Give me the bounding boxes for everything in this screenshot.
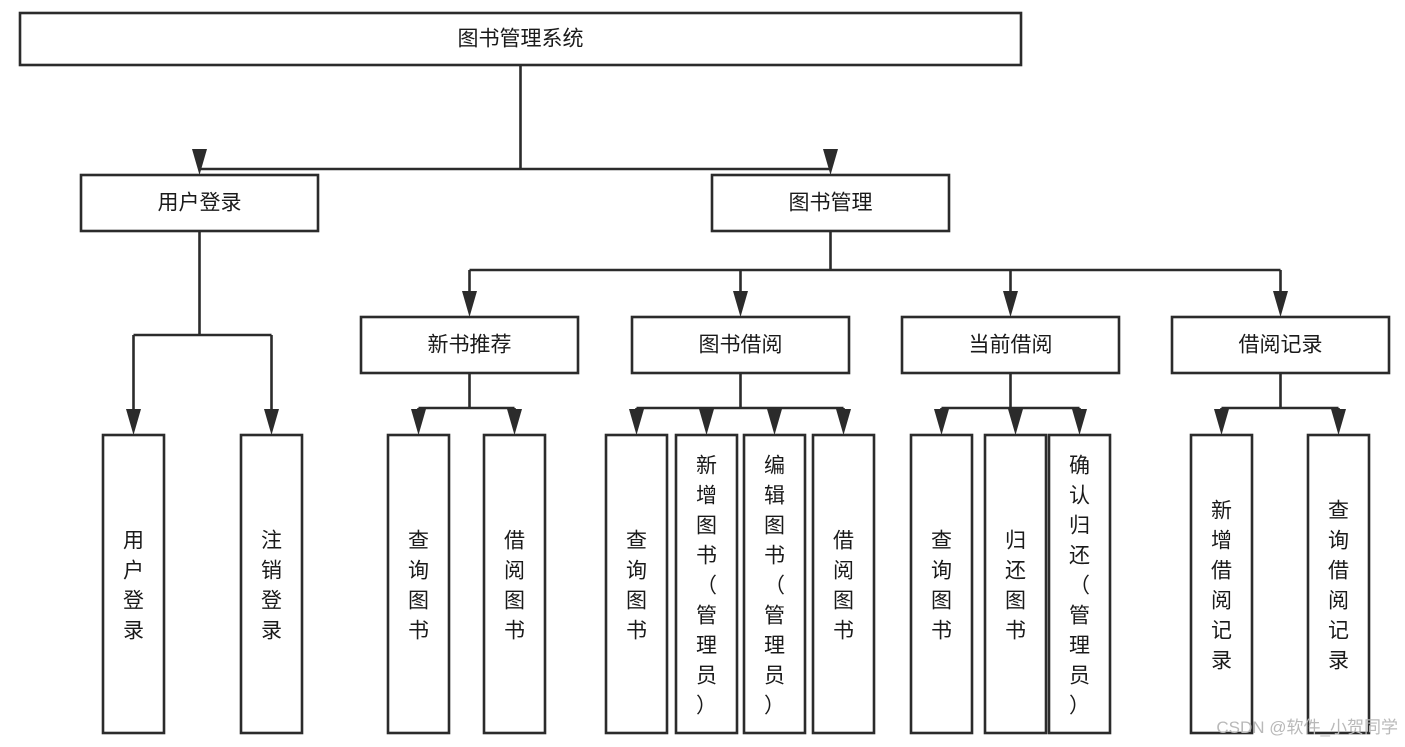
- node-leaf-confirm-return[interactable]: 确认归还（管理员）: [1047, 433, 1112, 735]
- arrow-head-leaf-edit-book: [767, 409, 782, 435]
- node-box-leaf-edit-book[interactable]: [742, 433, 807, 735]
- node-borrow-record[interactable]: 借阅记录: [1170, 315, 1391, 375]
- node-label-leaf-borrow-book-1: 借阅图书: [504, 529, 525, 642]
- node-box-root[interactable]: [18, 11, 1023, 67]
- connectors-layer: [126, 65, 1346, 435]
- node-label-leaf-logout-login: 注销登录: [261, 529, 282, 642]
- node-label-leaf-edit-book: 编辑图书（管理员）: [764, 454, 785, 717]
- arrow-head-current-borrow: [1003, 291, 1018, 317]
- node-box-leaf-add-book[interactable]: [674, 433, 739, 735]
- arrow-head-leaf-return-book: [1008, 409, 1023, 435]
- node-box-leaf-borrow-book-2[interactable]: [811, 433, 876, 735]
- watermark-label: CSDN @软件_小贺同学: [1216, 718, 1398, 737]
- node-box-borrow-record[interactable]: [1170, 315, 1391, 375]
- arrow-head-leaf-add-book: [699, 409, 714, 435]
- nodes-layer: 图书管理系统用户登录图书管理新书推荐图书借阅当前借阅借阅记录用户登录注销登录查询…: [18, 11, 1391, 735]
- arrow-head-leaf-query-borrow-record: [1331, 409, 1346, 435]
- node-leaf-query-borrow-record[interactable]: 查询借阅记录: [1306, 433, 1371, 735]
- node-leaf-logout-login[interactable]: 注销登录: [239, 433, 304, 735]
- arrow-head-leaf-borrow-book-1: [507, 409, 522, 435]
- node-label-new-book-recommend: 新书推荐: [428, 334, 512, 357]
- node-leaf-return-book[interactable]: 归还图书: [983, 433, 1048, 735]
- node-label-book-management: 图书管理: [789, 192, 873, 215]
- node-leaf-query-book-3[interactable]: 查询图书: [909, 433, 974, 735]
- node-book-management[interactable]: 图书管理: [710, 173, 951, 233]
- node-leaf-borrow-book-2[interactable]: 借阅图书: [811, 433, 876, 735]
- node-box-book-borrow[interactable]: [630, 315, 851, 375]
- arrow-head-book-management: [823, 149, 838, 175]
- node-label-leaf-borrow-book-2: 借阅图书: [833, 529, 854, 642]
- node-box-leaf-query-book-3[interactable]: [909, 433, 974, 735]
- node-new-book-recommend[interactable]: 新书推荐: [359, 315, 580, 375]
- node-leaf-query-book-1[interactable]: 查询图书: [386, 433, 451, 735]
- node-box-leaf-query-borrow-record[interactable]: [1306, 433, 1371, 735]
- node-label-current-borrow: 当前借阅: [969, 334, 1053, 357]
- node-label-leaf-query-book-2: 查询图书: [626, 529, 647, 642]
- node-label-leaf-query-book-3: 查询图书: [931, 529, 952, 642]
- node-label-root: 图书管理系统: [458, 28, 584, 51]
- node-current-borrow[interactable]: 当前借阅: [900, 315, 1121, 375]
- node-label-leaf-query-book-1: 查询图书: [408, 529, 429, 642]
- arrow-head-leaf-add-borrow-record: [1214, 409, 1229, 435]
- node-box-leaf-add-borrow-record[interactable]: [1189, 433, 1254, 735]
- arrow-head-leaf-query-book-1: [411, 409, 426, 435]
- node-label-user-login: 用户登录: [158, 192, 242, 215]
- node-label-leaf-add-borrow-record: 新增借阅记录: [1211, 499, 1232, 672]
- node-leaf-user-login[interactable]: 用户登录: [101, 433, 166, 735]
- node-box-leaf-confirm-return[interactable]: [1047, 433, 1112, 735]
- node-box-leaf-borrow-book-1[interactable]: [482, 433, 547, 735]
- node-box-leaf-return-book[interactable]: [983, 433, 1048, 735]
- node-label-leaf-user-login: 用户登录: [123, 529, 144, 642]
- arrow-head-leaf-logout-login: [264, 409, 279, 435]
- node-box-user-login[interactable]: [79, 173, 320, 233]
- node-leaf-add-book[interactable]: 新增图书（管理员）: [674, 433, 739, 735]
- arrow-head-borrow-record: [1273, 291, 1288, 317]
- node-box-leaf-logout-login[interactable]: [239, 433, 304, 735]
- node-box-leaf-query-book-1[interactable]: [386, 433, 451, 735]
- arrow-head-new-book-recommend: [462, 291, 477, 317]
- node-box-book-management[interactable]: [710, 173, 951, 233]
- node-label-leaf-add-book: 新增图书（管理员）: [696, 454, 717, 717]
- node-user-login[interactable]: 用户登录: [79, 173, 320, 233]
- node-label-leaf-return-book: 归还图书: [1005, 529, 1026, 642]
- arrow-head-book-borrow: [733, 291, 748, 317]
- node-leaf-add-borrow-record[interactable]: 新增借阅记录: [1189, 433, 1254, 735]
- arrow-head-leaf-query-book-2: [629, 409, 644, 435]
- node-box-leaf-user-login[interactable]: [101, 433, 166, 735]
- arrow-head-user-login: [192, 149, 207, 175]
- arrow-head-leaf-borrow-book-2: [836, 409, 851, 435]
- node-leaf-borrow-book-1[interactable]: 借阅图书: [482, 433, 547, 735]
- arrow-head-leaf-query-book-3: [934, 409, 949, 435]
- node-book-borrow[interactable]: 图书借阅: [630, 315, 851, 375]
- node-label-leaf-confirm-return: 确认归还（管理员）: [1069, 454, 1090, 717]
- node-box-current-borrow[interactable]: [900, 315, 1121, 375]
- node-label-borrow-record: 借阅记录: [1239, 334, 1323, 357]
- arrow-head-leaf-confirm-return: [1072, 409, 1087, 435]
- node-label-leaf-query-borrow-record: 查询借阅记录: [1328, 499, 1349, 672]
- node-label-book-borrow: 图书借阅: [699, 334, 783, 357]
- node-root[interactable]: 图书管理系统: [18, 11, 1023, 67]
- node-box-leaf-query-book-2[interactable]: [604, 433, 669, 735]
- node-box-new-book-recommend[interactable]: [359, 315, 580, 375]
- arrow-head-leaf-user-login: [126, 409, 141, 435]
- node-leaf-query-book-2[interactable]: 查询图书: [604, 433, 669, 735]
- node-leaf-edit-book[interactable]: 编辑图书（管理员）: [742, 433, 807, 735]
